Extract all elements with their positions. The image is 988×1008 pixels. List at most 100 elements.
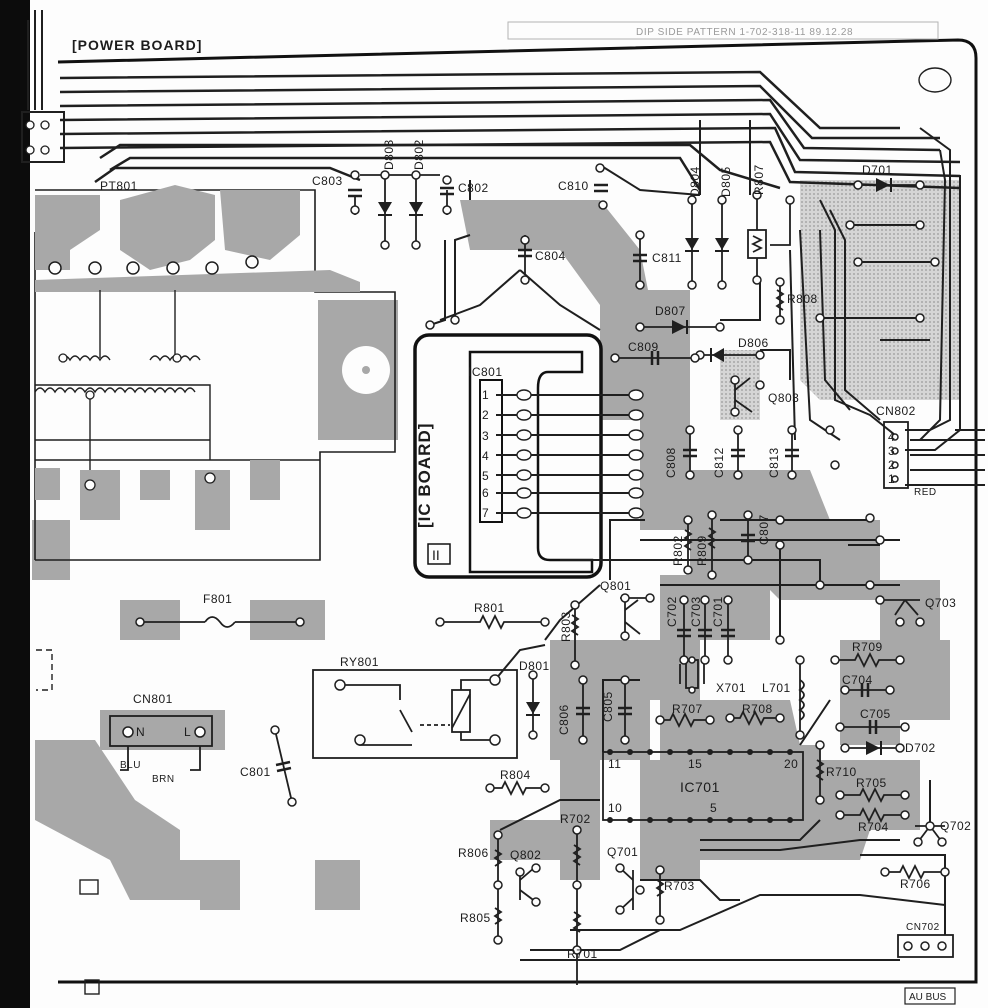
label-r703: R703 [664,879,695,893]
label-c805: C805 [601,691,615,722]
label-ry801: RY801 [340,655,379,669]
ic-board-number: II [432,547,440,563]
diode-bars [378,178,892,755]
label-c811: C811 [652,251,682,265]
ic801-pin-4: 4 [482,449,489,463]
label-r806: R806 [458,846,489,860]
pattern-stamp-box [507,21,939,40]
ic801-pin-1: 1 [482,388,489,402]
top-left-connector [21,10,65,163]
label-d805: D805 [719,166,733,197]
label-f801: F801 [203,592,232,606]
ic-board-number-box [427,543,451,565]
pattern-stamp: DIP SIDE PATTERN 1-702-318-11 89.12.28 [636,27,853,38]
ic801-pin-6: 6 [482,486,489,500]
ic-board-label: [IC BOARD] [415,423,434,528]
label-cn801: CN801 [133,692,173,706]
label-r704: R704 [858,820,889,834]
label-q803: Q803 [768,391,799,405]
board-outline [57,38,978,984]
ic801-label: IC801 [468,365,503,379]
label-r803: R803 [559,611,573,642]
solder-pads [122,163,950,955]
heatsink-hole-center [362,366,370,374]
cn802-pin-3: 3 [888,444,895,458]
ic801-pin-3: 3 [482,429,489,443]
label-c807: C807 [757,514,771,545]
copper-areas [32,200,950,910]
label-q801: Q801 [600,579,631,593]
label-q703: Q703 [925,596,956,610]
cn802-pin-1: 1 [888,472,895,486]
label-r802: R802 [671,535,685,566]
label-c705: C705 [860,707,891,721]
label-r808: R808 [787,292,818,306]
label-r705: R705 [856,776,887,790]
transformer-windings [34,290,320,480]
label-c812: C812 [712,447,726,478]
label-r702: R702 [560,812,591,826]
label-c704: C704 [842,673,873,687]
capacitor-plates [275,183,878,773]
cn802-wire-color: RED [914,487,937,498]
right-bus-traces [789,127,985,486]
label-r708: R708 [742,702,773,716]
label-q701: Q701 [607,845,638,859]
label-r809: R809 [695,535,709,566]
label-ic701: IC701 [680,779,720,795]
top-bus-traces [59,70,961,191]
scan-edge [0,0,30,1008]
diode-symbols [378,178,890,755]
ic-board-inner [468,350,594,574]
label-c808: C808 [664,447,678,478]
label-r710: R710 [826,765,857,779]
label-d806: D806 [738,336,769,350]
ic801-pin-5: 5 [482,469,489,483]
cn801-wire-brn: BRN [152,774,175,785]
label-d801: D801 [519,659,550,673]
label-c702: C702 [665,596,679,627]
ic801-pin-numbers: 1 2 3 4 5 6 7 [482,388,489,520]
ic801-pin-2: 2 [482,408,489,422]
dotted-zone-right [800,180,960,400]
pt801-pins [48,255,259,275]
ic701-pin-15: 15 [688,757,702,771]
label-r709: R709 [852,640,883,654]
label-d702: D702 [905,741,936,755]
ic701-pin-10: 10 [608,801,622,815]
label-r706: R706 [900,877,931,891]
label-q802: Q802 [510,848,541,862]
cn802-pin-4: 4 [888,430,895,444]
ic801-pin-7: 7 [482,506,489,520]
label-c803: C803 [312,174,343,188]
label-c810: C810 [558,179,589,193]
label-r707: R707 [672,702,703,716]
lower-traces [429,120,946,961]
label-c703: C703 [689,596,703,627]
ic701-pin-20: 20 [784,757,798,771]
label-cn702: CN702 [906,922,940,933]
mounting-holes [36,67,952,995]
cn801-pin-n: N [136,725,145,739]
label-l701: L701 [762,681,791,695]
label-d802: D802 [412,139,426,170]
ic801-header [479,379,503,523]
label-d807: D807 [655,304,686,318]
top-left-connector-pins [25,120,50,155]
label-pt801: PT801 [100,179,138,193]
label-r801: R801 [474,601,505,615]
board-title: [POWER BOARD] [72,37,202,53]
component-labels: PT801 C803 D803 D802 C802 C810 D804 D805… [100,139,971,961]
ic701-pin-11: 11 [608,757,621,771]
label-c802: C802 [458,181,489,195]
label-c809: C809 [628,340,659,354]
cn801-pin-l: L [184,725,191,739]
au-bus-tag-box [904,987,956,1005]
ic701-pin-dots [607,749,793,823]
label-cn802: CN802 [876,404,916,418]
label-c806: C806 [557,704,571,735]
label-c813: C813 [767,447,781,478]
label-d701: D701 [862,163,893,177]
component-symbols [109,174,954,985]
